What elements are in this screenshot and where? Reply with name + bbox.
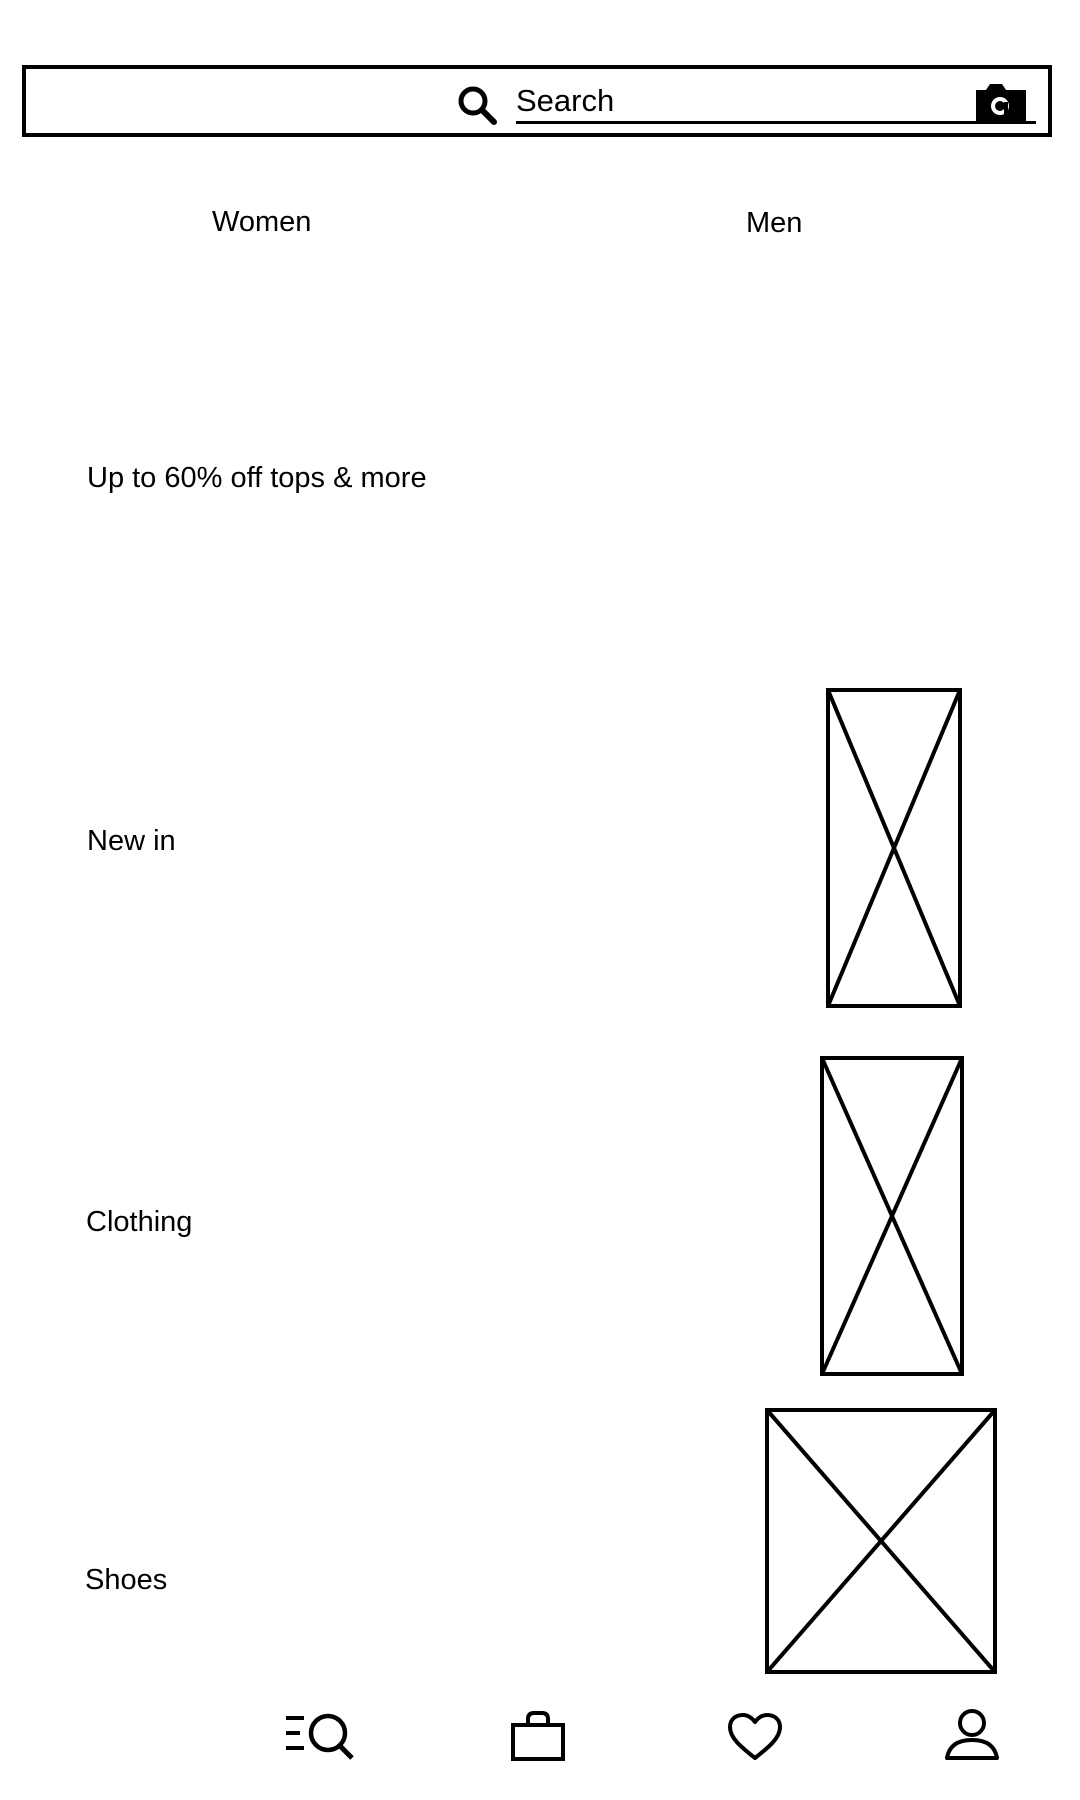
image-placeholder bbox=[765, 1408, 997, 1674]
tab-women[interactable]: Women bbox=[212, 206, 312, 238]
search-bar[interactable] bbox=[22, 65, 1052, 137]
heart-icon bbox=[728, 1713, 782, 1760]
image-placeholder bbox=[826, 688, 962, 1008]
category-clothing[interactable]: Clothing bbox=[0, 1020, 1080, 1400]
promo-banner[interactable]: Up to 60% off tops & more bbox=[87, 462, 427, 494]
search-icon[interactable] bbox=[456, 84, 498, 126]
nav-browse[interactable] bbox=[284, 1712, 360, 1762]
category-shoes[interactable]: Shoes bbox=[0, 1400, 1080, 1690]
nav-account[interactable] bbox=[944, 1708, 1000, 1762]
bottom-nav bbox=[0, 1690, 1080, 1800]
category-label: New in bbox=[87, 825, 176, 857]
search-input[interactable] bbox=[516, 81, 1036, 124]
image-placeholder bbox=[820, 1056, 964, 1376]
browse-search-icon bbox=[286, 1713, 354, 1760]
nav-saved[interactable] bbox=[727, 1712, 783, 1762]
category-new-in[interactable]: New in bbox=[0, 640, 1080, 1020]
shopping-bag-icon bbox=[511, 1711, 565, 1761]
category-label: Clothing bbox=[86, 1206, 193, 1238]
category-label: Shoes bbox=[85, 1564, 168, 1596]
tab-men[interactable]: Men bbox=[746, 207, 803, 239]
nav-bag[interactable] bbox=[510, 1710, 566, 1762]
camera-icon[interactable] bbox=[972, 82, 1030, 124]
profile-icon bbox=[945, 1709, 999, 1760]
